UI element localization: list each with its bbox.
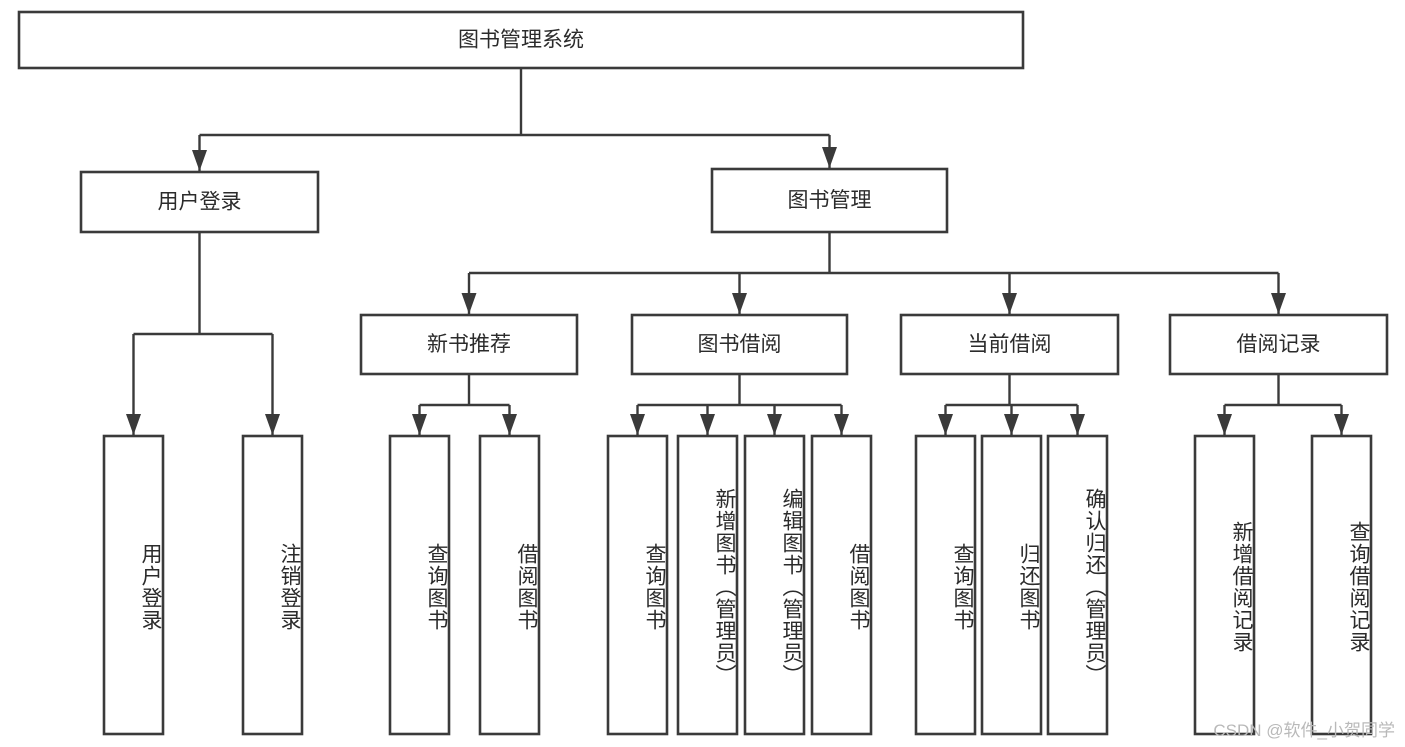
node-box-leaf-borrow-book-1[interactable]	[478, 434, 541, 736]
node-label-root: 图书管理系统	[458, 29, 584, 52]
node-label-book-manage: 图书管理	[788, 189, 872, 212]
node-leaf-query-book-1[interactable]	[388, 434, 451, 736]
node-label-borrow-record: 借阅记录	[1237, 333, 1321, 356]
node-leaf-logout[interactable]	[241, 434, 304, 736]
edge-bookmanage-to-level2-arrowhead-0	[461, 293, 477, 314]
edge-current-to-leaves-arrowhead-1	[1004, 414, 1019, 435]
node-box-new-book-recommend[interactable]	[359, 313, 579, 376]
watermark: CSDN @软件_小贺同学	[1213, 721, 1395, 740]
node-box-leaf-query-record[interactable]	[1310, 434, 1373, 736]
node-box-leaf-confirm-return[interactable]	[1046, 434, 1109, 736]
node-box-user-login[interactable]	[79, 170, 320, 234]
edge-recommend-to-leaves-arrowhead-0	[412, 414, 427, 435]
edge-userlogin-to-leaves-arrowhead-0	[126, 414, 141, 435]
node-leaf-borrow-book-2[interactable]	[810, 434, 873, 736]
node-box-leaf-add-record[interactable]	[1193, 434, 1256, 736]
node-box-leaf-query-book-2[interactable]	[606, 434, 669, 736]
edge-current-to-leaves-arrowhead-2	[1070, 414, 1085, 435]
edge-recommend-to-leaves-arrowhead-1	[502, 414, 517, 435]
node-leaf-confirm-return[interactable]	[1046, 434, 1109, 736]
node-box-leaf-query-book-3[interactable]	[914, 434, 977, 736]
node-leaf-query-record[interactable]	[1310, 434, 1373, 736]
edge-root-to-level1-arrowhead-0	[192, 150, 207, 171]
node-label-book-borrow: 图书借阅	[698, 333, 782, 356]
node-leaf-return-book[interactable]	[980, 434, 1043, 736]
edge-bookmanage-to-level2-arrowhead-2	[1002, 293, 1017, 314]
node-box-leaf-query-book-1[interactable]	[388, 434, 451, 736]
node-current-borrow[interactable]: 当前借阅	[899, 313, 1120, 376]
edge-borrow-to-leaves-arrowhead-1	[700, 414, 715, 435]
node-box-leaf-add-book[interactable]	[676, 434, 739, 736]
node-leaf-query-book-3[interactable]	[914, 434, 977, 736]
node-box-leaf-user-login[interactable]	[102, 434, 165, 736]
node-box-leaf-borrow-book-2[interactable]	[810, 434, 873, 736]
node-leaf-query-book-2[interactable]	[606, 434, 669, 736]
edge-record-to-leaves-arrowhead-1	[1334, 414, 1349, 435]
node-box-leaf-return-book[interactable]	[980, 434, 1043, 736]
node-box-root[interactable]	[17, 10, 1025, 70]
node-user-login[interactable]: 用户登录	[79, 170, 320, 234]
node-box-leaf-logout[interactable]	[241, 434, 304, 736]
node-borrow-record[interactable]: 借阅记录	[1168, 313, 1389, 376]
edge-record-to-leaves-arrowhead-0	[1217, 414, 1232, 435]
node-new-book-recommend[interactable]: 新书推荐	[359, 313, 579, 376]
node-label-new-book-recommend: 新书推荐	[427, 333, 511, 356]
node-leaf-add-book[interactable]	[676, 434, 739, 736]
edge-borrow-to-leaves-arrowhead-0	[630, 414, 645, 435]
node-box-book-borrow[interactable]	[630, 313, 849, 376]
edge-layer	[126, 68, 1349, 435]
node-label-user-login: 用户登录	[158, 191, 242, 214]
node-box-leaf-edit-book[interactable]	[743, 434, 806, 736]
node-leaf-add-record[interactable]	[1193, 434, 1256, 736]
node-leaf-edit-book[interactable]	[743, 434, 806, 736]
node-box-borrow-record[interactable]	[1168, 313, 1389, 376]
edge-borrow-to-leaves-arrowhead-2	[767, 414, 782, 435]
node-root[interactable]: 图书管理系统	[17, 10, 1025, 70]
node-leaf-borrow-book-1[interactable]	[478, 434, 541, 736]
node-label-current-borrow: 当前借阅	[968, 333, 1052, 356]
node-book-manage[interactable]: 图书管理	[710, 167, 949, 234]
node-leaf-user-login[interactable]	[102, 434, 165, 736]
edge-bookmanage-to-level2-arrowhead-3	[1271, 293, 1286, 314]
edge-userlogin-to-leaves-arrowhead-1	[265, 414, 280, 435]
edge-borrow-to-leaves-arrowhead-3	[834, 414, 849, 435]
node-book-borrow[interactable]: 图书借阅	[630, 313, 849, 376]
node-box-book-manage[interactable]	[710, 167, 949, 234]
edge-current-to-leaves-arrowhead-0	[938, 414, 953, 435]
edge-root-to-level1-arrowhead-1	[822, 147, 837, 168]
node-box-current-borrow[interactable]	[899, 313, 1120, 376]
edge-bookmanage-to-level2-arrowhead-1	[732, 293, 747, 314]
